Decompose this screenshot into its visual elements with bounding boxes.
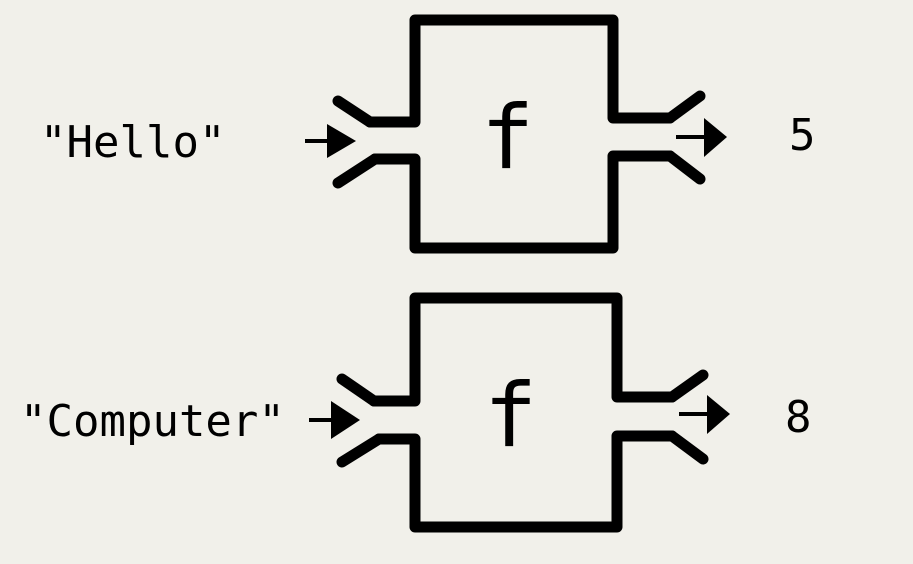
- output-funnel-top-2: [666, 369, 709, 403]
- input-funnel-bottom-1: [332, 153, 381, 189]
- output-arrow-head-2: [707, 395, 730, 434]
- input-arrow-head-2: [331, 401, 360, 439]
- output-funnel-bottom-2: [666, 430, 709, 465]
- input-funnel-top-1: [332, 95, 376, 128]
- input-funnel-bottom-2: [336, 433, 385, 468]
- output-arrow-head-1: [704, 118, 727, 157]
- function-label-1: f: [481, 86, 534, 189]
- function-machine-1: "Hello" f 5: [40, 14, 816, 254]
- output-label-1: 5: [789, 110, 816, 161]
- output-funnel-bottom-1: [664, 150, 706, 185]
- input-funnel-top-2: [336, 373, 380, 407]
- output-label-2: 8: [785, 392, 812, 443]
- machine-body-1: [364, 14, 676, 254]
- output-funnel-top-1: [664, 90, 706, 124]
- input-label-2: "Computer": [20, 396, 285, 447]
- input-arrow-head-1: [327, 124, 356, 158]
- function-machine-2: "Computer" f 8: [20, 292, 812, 533]
- input-label-1: "Hello": [40, 117, 225, 168]
- function-label-2: f: [484, 364, 537, 467]
- machine-body-2: [368, 292, 678, 533]
